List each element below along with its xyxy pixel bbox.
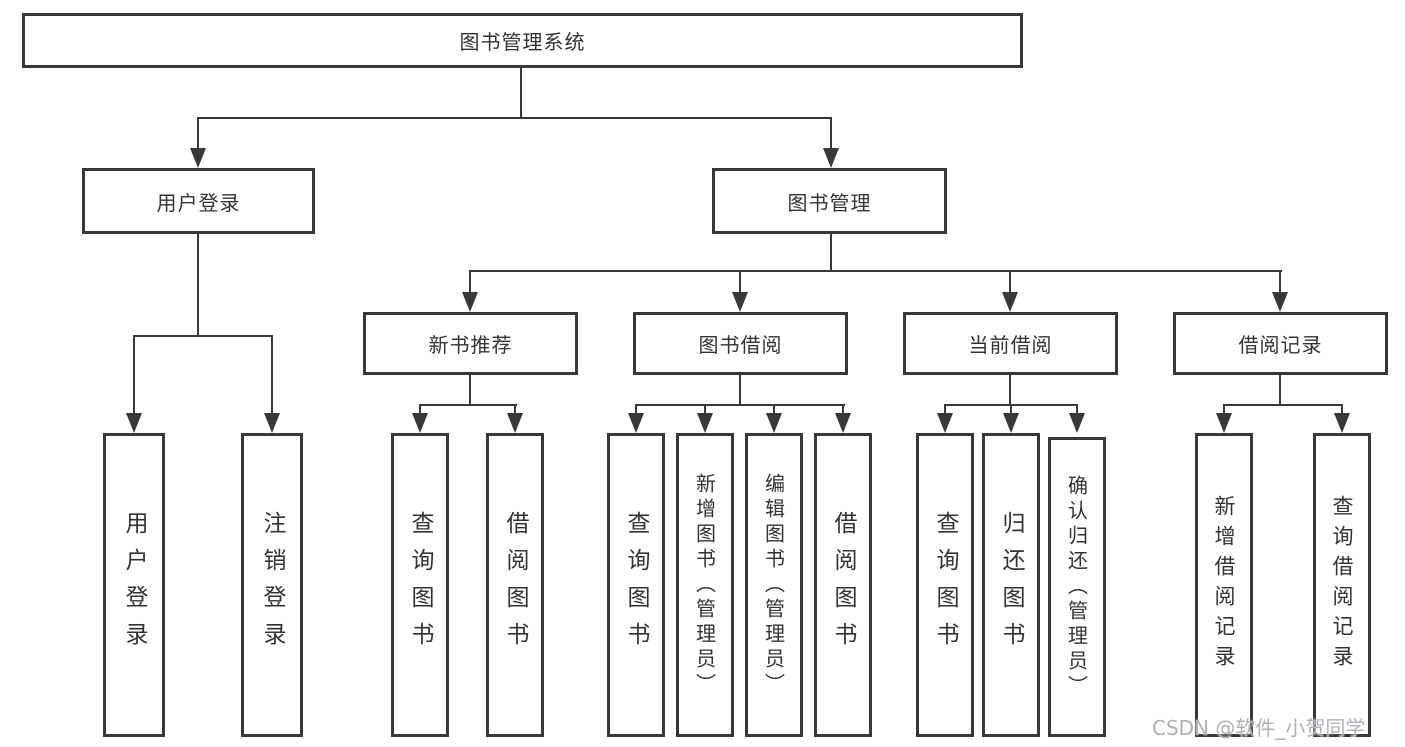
connector-line [1223,404,1225,414]
node-book-management-label: 图书管理 [787,190,872,215]
leaf-borrowing-borrow-books: 借阅图书 [814,433,872,737]
connector-line [1279,270,1281,293]
leaf-current-return-books-label: 归还图书 [998,511,1024,659]
node-new-book-recommend: 新书推荐 [363,312,578,375]
leaf-recommend-query-books-label: 查询图书 [407,511,433,659]
connector-line [197,117,832,119]
node-borrow-records-label: 借阅记录 [1238,333,1323,357]
node-user-login-label: 用户登录 [156,190,241,215]
connector-line [133,335,135,414]
leaf-borrowing-query-books: 查询图书 [607,433,665,737]
leaf-borrowing-add-books-admin-label: 新增图书（管理员） [692,472,717,698]
leaf-recommend-borrow-books-label: 借阅图书 [502,511,528,659]
node-new-book-recommend-label: 新书推荐 [428,333,513,357]
connector-line [830,117,832,149]
arrow-down-icon [264,413,280,433]
connector-line [469,270,1282,272]
connector-line [773,404,775,414]
connector-line [944,404,946,414]
arrow-down-icon [1334,413,1350,433]
connector-line [842,404,844,414]
connector-line [469,270,471,293]
connector-line [635,404,845,406]
leaf-borrowing-query-books-label: 查询图书 [623,511,649,659]
connector-line [1076,404,1078,414]
arrow-down-icon [1069,413,1085,433]
node-current-borrowing-label: 当前借阅 [968,333,1053,357]
arrow-down-icon [1002,292,1018,312]
leaf-logout-login: 注销登录 [241,433,303,737]
leaf-borrowing-add-books-admin: 新增图书（管理员） [676,433,734,737]
arrow-down-icon [766,413,782,433]
connector-line [197,233,199,337]
connector-line [419,404,421,414]
node-user-login: 用户登录 [82,168,315,234]
arrow-down-icon [126,413,142,433]
arrow-down-icon [697,413,713,433]
arrow-down-icon [937,413,953,433]
connector-line [1279,375,1281,406]
arrow-down-icon [835,413,851,433]
leaf-user-login: 用户登录 [103,433,165,737]
arrow-down-icon [190,148,206,168]
node-book-borrowing-label: 图书借阅 [698,333,783,357]
connector-line [197,117,199,149]
connector-line [1010,404,1012,414]
leaf-current-query-books-label: 查询图书 [932,511,958,659]
connector-line [830,233,832,272]
connector-line [704,404,706,414]
connector-line [1341,404,1343,414]
connector-line [739,375,741,406]
node-book-management: 图书管理 [712,168,947,234]
node-borrow-records: 借阅记录 [1173,312,1388,375]
node-root: 图书管理系统 [22,13,1023,68]
leaf-records-query-borrow-record-label: 查询借阅记录 [1330,495,1354,675]
leaf-records-add-borrow-record-label: 新增借阅记录 [1212,495,1236,675]
leaf-borrowing-edit-books-admin: 编辑图书（管理员） [745,433,803,737]
connector-line [739,270,741,293]
arrow-down-icon [628,413,644,433]
leaf-recommend-query-books: 查询图书 [391,433,449,737]
leaf-current-query-books: 查询图书 [916,433,974,737]
connector-line [514,404,516,414]
leaf-current-confirm-return-admin-label: 确认归还（管理员） [1064,474,1089,700]
leaf-borrowing-borrow-books-label: 借阅图书 [830,511,856,659]
leaf-borrowing-edit-books-admin-label: 编辑图书（管理员） [761,472,786,698]
leaf-logout-login-label: 注销登录 [259,511,285,659]
leaf-current-return-books: 归还图书 [982,433,1040,737]
leaf-records-add-borrow-record: 新增借阅记录 [1195,433,1253,737]
node-root-label: 图书管理系统 [459,30,586,54]
node-book-borrowing: 图书借阅 [633,312,848,375]
watermark: CSDN @软件_小贺同学 [1152,716,1366,740]
arrow-down-icon [1003,413,1019,433]
connector-line [1009,270,1011,293]
connector-line [271,335,273,414]
arrow-down-icon [507,413,523,433]
connector-line [635,404,637,414]
leaf-records-query-borrow-record: 查询借阅记录 [1313,433,1371,737]
connector-line [133,335,273,337]
node-current-borrowing: 当前借阅 [903,312,1118,375]
connector-line [1223,404,1343,406]
arrow-down-icon [462,292,478,312]
arrow-down-icon [823,148,839,168]
arrow-down-icon [1272,292,1288,312]
arrow-down-icon [1216,413,1232,433]
leaf-current-confirm-return-admin: 确认归还（管理员） [1048,437,1106,737]
arrow-down-icon [732,292,748,312]
connector-line [469,375,471,406]
leaf-recommend-borrow-books: 借阅图书 [486,433,544,737]
connector-line [520,67,522,118]
leaf-user-login-label: 用户登录 [121,511,147,659]
connector-line [1009,375,1011,406]
arrow-down-icon [412,413,428,433]
connector-line [419,404,517,406]
